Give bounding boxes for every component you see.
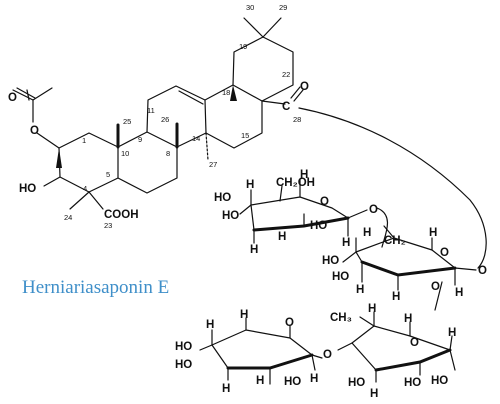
carbon-number-10: 10	[121, 149, 129, 158]
sugar1-hydroxyl-label-3: HO	[310, 220, 327, 232]
aglycone-skeleton	[12, 17, 304, 210]
sugar3-hydroxyl-label-3: HO	[431, 375, 448, 387]
sugar4-h-label-4: H	[256, 375, 264, 387]
sugar2-h-label-4: H	[392, 291, 400, 303]
sugar2-ch2-label: CH₂	[384, 235, 406, 247]
carbon-number-4: 4	[83, 184, 87, 193]
sugar2-h-label-2: H	[429, 227, 437, 239]
sugar2-link-o-label: O	[431, 281, 440, 293]
carbon-number-22: 22	[282, 70, 290, 79]
carbonyl-o-label: O	[8, 92, 17, 104]
carbon-number-11: 11	[147, 106, 155, 115]
carboxyl-label: COOH	[104, 209, 139, 221]
sugar3-h-label-1: H	[368, 303, 376, 315]
sugar2-h-label-3: H	[356, 284, 364, 296]
carbon-number-5: 5	[106, 170, 110, 179]
carbon-number-24: 24	[64, 213, 72, 222]
sugar2-hydroxyl-label-2: HO	[332, 271, 349, 283]
sugar3-hydroxyl-label-1: HO	[348, 377, 365, 389]
c28-carbon-label: C	[282, 101, 290, 113]
carbon-number-25: 25	[123, 117, 131, 126]
sugar3-ch3-label: CH₃	[330, 312, 352, 324]
sugar1-ch2oh-label: CH₂OH	[276, 177, 315, 189]
sugar-ring-3	[337, 311, 456, 383]
sugar-ring-4	[199, 317, 323, 385]
carbon-number-14: 14	[192, 134, 200, 143]
sugar2-glycosidic-o-label: O	[478, 265, 487, 277]
sugar1-h-label-5: H	[342, 237, 350, 249]
sugar3-h-label-3: H	[448, 327, 456, 339]
sugar3-h-label-4: H	[370, 388, 378, 400]
sugar1-h-label-4: H	[278, 231, 286, 243]
sugar1-hydroxyl-label-1: HO	[214, 192, 231, 204]
sugar4-h-label-3: H	[222, 383, 230, 395]
sugar1-h-label-3: H	[250, 244, 258, 256]
c3-hydroxyl-label: HO	[19, 183, 36, 195]
sugar3-hydroxyl-label-2: HO	[404, 377, 421, 389]
sugar2-h-label-1: H	[363, 227, 371, 239]
sugar4-ring-o-label: O	[285, 317, 294, 329]
carbon-number-19: 19	[239, 42, 247, 51]
carbon-number-27: 27	[209, 160, 217, 169]
sugar4-h-label-2: H	[240, 309, 248, 321]
glycosidic-ester-link	[298, 107, 487, 269]
carbon-number-23: 23	[104, 221, 112, 230]
carbon-number-30: 30	[246, 3, 254, 12]
carbon-number-8: 8	[166, 149, 170, 158]
sugar1-h-label: H	[246, 179, 254, 191]
sugar2-hydroxyl-label-1: HO	[322, 255, 339, 267]
ester-o-label: O	[30, 125, 39, 137]
sugar4-hydroxyl-label-1: HO	[175, 341, 192, 353]
sugar1-ring-o-label: O	[320, 196, 329, 208]
sugar1-glycosidic-o-label: O	[369, 204, 378, 216]
sugar1-h-label-2: H	[300, 169, 308, 181]
sugar3-glycosidic-o-label: O	[323, 349, 332, 361]
c28-oxygen-label: O	[300, 81, 309, 93]
carbon-number-28: 28	[293, 115, 301, 124]
sugar2-ring-o-label: O	[440, 247, 449, 259]
carbon-number-26: 26	[161, 115, 169, 124]
carbon-number-29: 29	[279, 3, 287, 12]
carbon-number-1: 1	[82, 136, 86, 145]
sugar4-h-label-1: H	[206, 319, 214, 331]
sugar-ring-2	[342, 225, 477, 311]
compound-name-label: Herniariasaponin E	[22, 277, 170, 298]
carbon-number-15: 15	[241, 131, 249, 140]
carbon-number-9: 9	[138, 135, 142, 144]
sugar3-h-label-2: H	[404, 313, 412, 325]
sugar-ring-1	[239, 179, 368, 244]
sugar2-h-label-5: H	[455, 287, 463, 299]
sugar4-hydroxyl-label-3: HO	[284, 376, 301, 388]
carbon-number-18: 18	[222, 88, 230, 97]
sugar1-hydroxyl-label-2: HO	[222, 210, 239, 222]
sugar3-ring-o-label: O	[410, 337, 419, 349]
sugar4-h-label-5: H	[310, 373, 318, 385]
sugar4-hydroxyl-label-2: HO	[175, 359, 192, 371]
